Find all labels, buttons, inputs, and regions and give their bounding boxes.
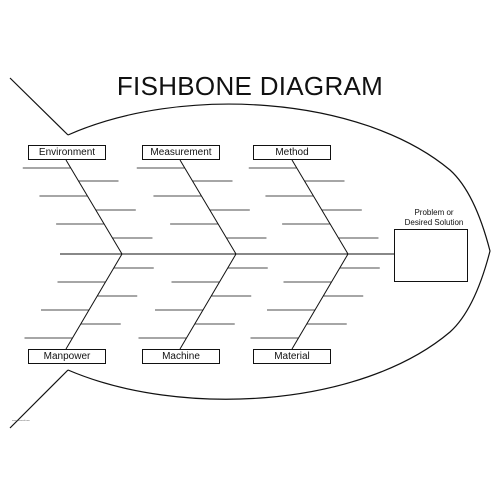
- bone-top-1: [179, 159, 237, 255]
- category-label-environment: Environment: [28, 145, 106, 160]
- bone-bottom-1: [179, 253, 237, 350]
- bone-top-2: [291, 159, 349, 255]
- page-title: FISHBONE DIAGRAM: [116, 71, 384, 101]
- problem-label-line1: Problem or: [414, 208, 454, 217]
- category-label-manpower: Manpower: [28, 349, 106, 364]
- problem-box: [394, 229, 468, 282]
- bone-bottom-2: [291, 253, 349, 350]
- problem-label: Problem or Desired Solution: [388, 208, 480, 228]
- category-label-material: Material: [253, 349, 331, 364]
- category-label-method: Method: [253, 145, 331, 160]
- bone-bottom-0: [65, 253, 123, 350]
- tail-upper-line: [9, 77, 69, 136]
- bone-top-0: [65, 159, 123, 255]
- fish-body-outline: [67, 103, 491, 400]
- category-label-measurement: Measurement: [142, 145, 220, 160]
- bones-group: [22, 159, 380, 350]
- tail-lower-line: [9, 369, 69, 429]
- category-label-machine: Machine: [142, 349, 220, 364]
- footer-text: www.edrawsoft.com: [12, 420, 30, 422]
- problem-label-line2: Desired Solution: [404, 218, 464, 227]
